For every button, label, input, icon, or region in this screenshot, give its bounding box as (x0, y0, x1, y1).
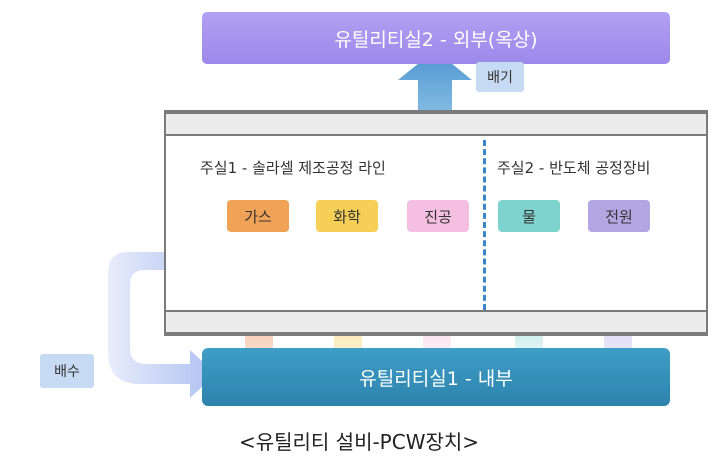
section-title-main-room-1: 주실1 - 솔라셀 제조공정 라인 (200, 159, 386, 177)
utility-room-2-label: 유틸리티실2 - 외부(옥상) (334, 28, 538, 51)
drain-tag-label: 배수 (54, 364, 80, 380)
utility-room-1-label: 유틸리티실1 - 내부 (359, 367, 513, 390)
chip-vacuum-label: 진공 (424, 207, 452, 226)
utility-room-1-box: 유틸리티실1 - 내부 (202, 348, 670, 406)
chip-power: 전원 (588, 200, 650, 232)
chip-gas-label: 가스 (244, 207, 272, 226)
frame-top-rail (166, 112, 706, 136)
section-title-main-room-2: 주실2 - 반도체 공정장비 (497, 159, 651, 177)
exhaust-arrow (398, 50, 472, 110)
frame-bottom-rail (166, 310, 706, 334)
utility-room-2-box: 유틸리티실2 - 외부(옥상) (202, 12, 670, 64)
exhaust-tag-label: 배기 (487, 70, 513, 86)
figure-caption: <유틸리티 설비-PCW장치> (238, 430, 480, 454)
chip-power-label: 전원 (605, 207, 633, 226)
chip-water: 물 (498, 200, 560, 232)
exhaust-tag: 배기 (476, 62, 524, 92)
chip-vacuum: 진공 (407, 200, 469, 232)
chip-chemical-label: 화학 (333, 207, 361, 226)
chip-water-label: 물 (522, 207, 536, 226)
drain-tag: 배수 (40, 354, 94, 388)
drain-arrow (108, 252, 216, 398)
chip-gas: 가스 (227, 200, 289, 232)
chip-chemical: 화학 (316, 200, 378, 232)
section-divider (483, 140, 486, 310)
